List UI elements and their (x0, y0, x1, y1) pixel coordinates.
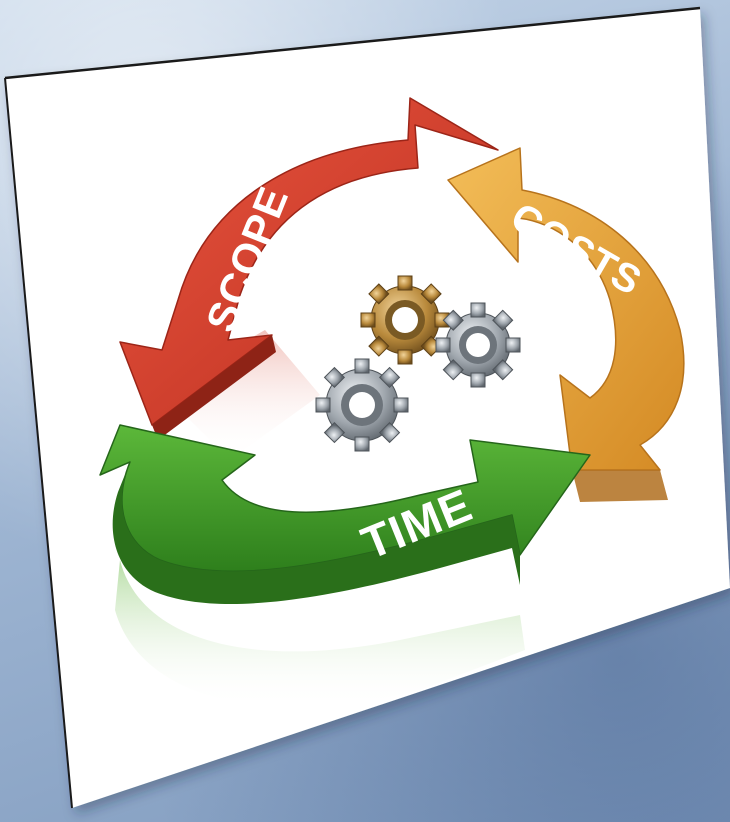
scope-arrow-reflection (160, 330, 320, 460)
gear-icon (315, 358, 409, 452)
card-left-edge (4, 77, 73, 809)
scope-arrow-depth (152, 335, 276, 440)
costs-arrow (447, 147, 685, 471)
costs-arrow-depth (572, 470, 668, 502)
gear-icon (435, 302, 521, 388)
time-arrow-reflection (115, 560, 525, 708)
scope-arrow (119, 97, 499, 426)
time-arrow (99, 424, 591, 573)
time-arrow-depth (112, 462, 521, 605)
card-top-edge (4, 6, 701, 80)
